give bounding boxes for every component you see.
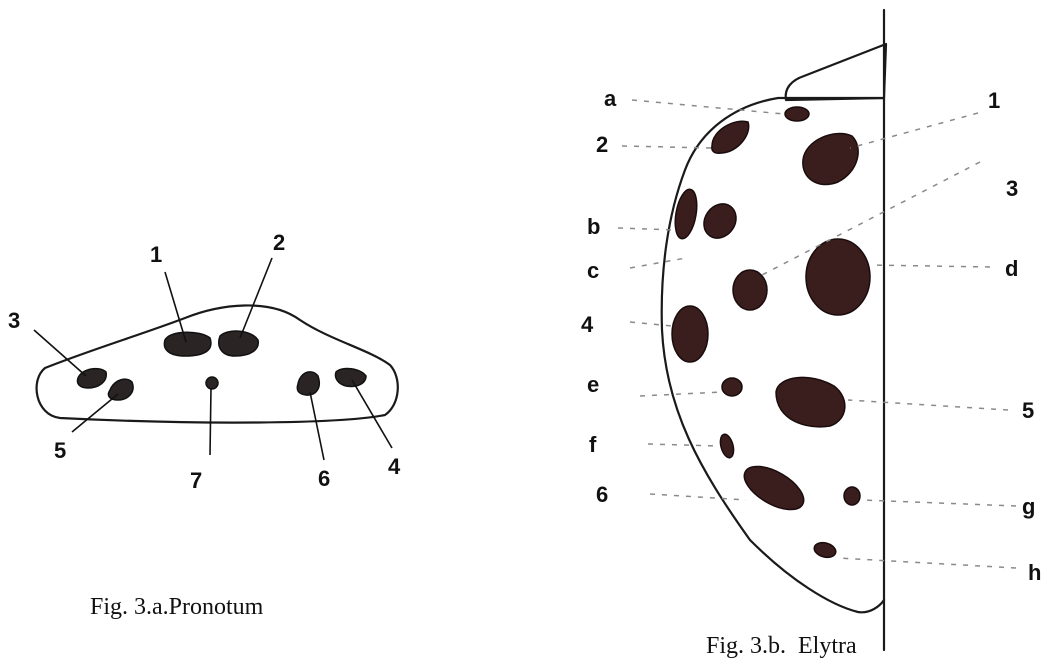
elytra-pointer-3 [760,162,980,276]
elytra-spot-5 [776,377,845,426]
elytra-label-6: 6 [596,482,608,507]
pronotum-spot-5 [108,379,133,400]
elytra-spot-e [722,378,742,396]
elytra-label-a: a [604,86,617,111]
elytra-label-5: 5 [1022,398,1034,423]
elytra-figure: a 2 b c 4 e f 6 1 3 d 5 g h Fig. 3.b. El… [581,10,1041,659]
pronotum-leader-3 [34,330,86,376]
elytra-pointer-6 [650,494,746,500]
elytra-label-2: 2 [596,132,608,157]
pronotum-label-4: 4 [388,454,401,479]
pronotum-spot-2 [219,331,258,356]
elytra-spot-1 [803,133,858,184]
pronotum-leader-2 [240,258,272,338]
pronotum-spot-6 [297,372,319,395]
pronotum-label-3: 3 [8,308,20,333]
pronotum-leader-1 [165,272,186,342]
elytra-pointer-1 [850,113,978,148]
elytra-spot-2 [712,121,749,153]
pronotum-caption: Fig. 3.a.Pronotum [90,594,264,620]
pronotum-label-2: 2 [273,230,285,255]
elytra-pointer-c [630,258,686,268]
pronotum-spot-4 [335,369,366,387]
elytra-label-4: 4 [581,312,594,337]
elytra-spot-c [733,270,767,310]
elytra-spot-g [844,487,860,505]
elytra-pointer-4 [630,322,672,326]
elytra-label-3: 3 [1006,176,1018,201]
elytra-pointer-h [838,558,1016,568]
elytra-scutellum [786,44,886,100]
elytra-label-h: h [1028,560,1041,585]
elytra-label-e: e [587,372,599,397]
pronotum-label-1: 1 [150,242,162,267]
elytra-spot-4 [672,306,708,362]
elytra-spot-a [785,107,809,121]
pronotum-figure: 1 2 3 4 5 6 7 Fig. 3.a.Pronotum [8,230,401,620]
elytra-pointer-d [870,265,990,267]
elytra-spot-b2 [697,198,742,245]
elytra-label-d: d [1005,256,1018,281]
elytra-pointer-e [640,392,722,396]
pronotum-spot-7 [206,377,218,389]
pronotum-leader-5 [72,394,118,432]
elytra-label-c: c [587,258,599,283]
elytra-label-g: g [1022,494,1035,519]
pronotum-label-5: 5 [54,438,66,463]
elytra-label-b: b [587,214,600,239]
pronotum-leader-6 [310,392,324,460]
elytra-caption: Fig. 3.b. Elytra [706,633,857,659]
elytra-label-f: f [589,432,597,457]
pronotum-outline [37,305,398,422]
elytra-pointer-b [618,228,676,230]
elytra-label-1: 1 [988,88,1000,113]
pronotum-label-7: 7 [190,468,202,493]
elytra-pointer-5 [848,400,1008,410]
elytra-spot-6 [737,458,810,519]
elytra-pointer-f [648,444,718,446]
elytra-spot-h [813,540,838,559]
pronotum-label-6: 6 [318,466,330,491]
pronotum-spot-1 [164,332,211,356]
pronotum-leader-7 [210,388,211,455]
elytra-spot-f [718,433,736,459]
elytra-spot-d [806,239,870,315]
